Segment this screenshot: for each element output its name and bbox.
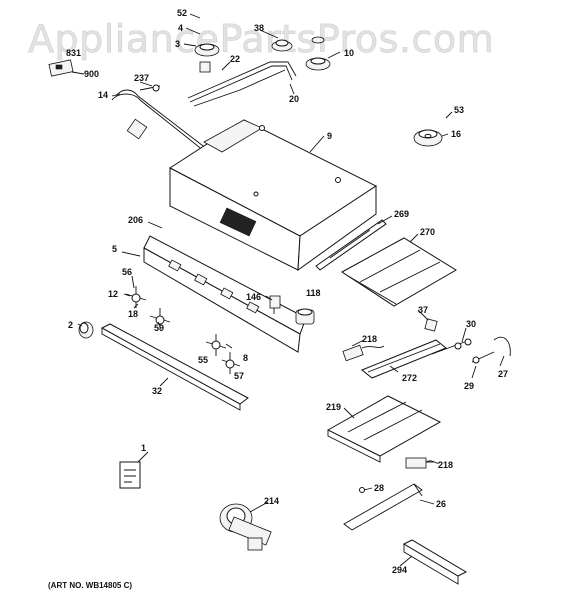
callout-37: 37 [418, 305, 428, 315]
heat-shield-270 [341, 237, 457, 307]
callout-270: 270 [420, 227, 435, 237]
callout-8: 8 [243, 353, 248, 363]
callout-118: 118 [306, 288, 321, 298]
callout-219: 219 [326, 402, 341, 412]
knob-2 [78, 321, 94, 339]
callout-900: 900 [84, 69, 99, 79]
callout-53: 53 [454, 105, 464, 115]
callout-22: 22 [230, 54, 240, 64]
callout-2: 2 [68, 320, 73, 330]
burner-head-left [194, 43, 220, 73]
callout-272: 272 [402, 373, 417, 383]
callout-32: 32 [152, 386, 162, 396]
watermark: AppliancePartsPros.com [28, 17, 494, 61]
igniter-218 [342, 344, 385, 362]
igniter-218-lower [405, 457, 441, 469]
burner-box-9 [169, 119, 377, 272]
leader-lines [71, 13, 505, 567]
callout-10: 10 [344, 48, 354, 58]
heat-shield-219 [326, 395, 442, 463]
spark-module-831 [48, 59, 74, 77]
callout-29: 29 [464, 381, 474, 391]
burner-cap-16 [413, 129, 443, 147]
callout-294: 294 [392, 565, 407, 575]
use-care-manual-1 [119, 461, 141, 489]
callout-26: 26 [436, 499, 446, 509]
bracket-272 [361, 339, 447, 379]
screw-28 [359, 487, 365, 493]
callout-20: 20 [289, 94, 299, 104]
control-panel-5 [143, 235, 307, 353]
burner-head-center [271, 39, 293, 52]
tube-27 [493, 336, 511, 357]
callout-18: 18 [128, 309, 138, 319]
callout-12: 12 [108, 289, 118, 299]
orifice-30 [431, 338, 472, 355]
trim-294 [402, 539, 468, 585]
callout-269: 269 [394, 209, 409, 219]
pressure-regulator-214 [219, 503, 272, 551]
part-118 [295, 308, 315, 325]
callout-14: 14 [98, 90, 108, 100]
callout-56: 56 [122, 267, 132, 277]
art-number-caption: (ART NO. WB14805 C) [48, 581, 132, 590]
callout-146: 146 [246, 292, 261, 302]
switch-146 [269, 295, 281, 314]
callout-3: 3 [175, 39, 180, 49]
callout-59: 59 [154, 323, 164, 333]
tube-29 [471, 351, 495, 364]
valve-clip-55 [205, 334, 227, 356]
valve-clip-12 [125, 286, 147, 308]
callout-38: 38 [254, 23, 264, 33]
callout-labels: 52 4 3 38 10 831 900 237 22 14 20 9 53 1… [66, 8, 508, 575]
callout-218-upper: 218 [362, 334, 377, 344]
bracket-26 [343, 483, 423, 531]
callout-214: 214 [264, 496, 279, 506]
callout-1: 1 [141, 443, 146, 453]
callout-4: 4 [178, 23, 183, 33]
callout-218-lower: 218 [438, 460, 453, 470]
callout-16: 16 [451, 129, 461, 139]
callout-52: 52 [177, 8, 187, 18]
trim-32 [100, 323, 249, 411]
callout-9: 9 [327, 131, 332, 141]
callout-206: 206 [128, 215, 143, 225]
callout-30: 30 [466, 319, 476, 329]
callout-57: 57 [234, 371, 244, 381]
callout-237: 237 [134, 73, 149, 83]
part-37 [424, 318, 438, 332]
bracket-269 [315, 219, 387, 271]
callout-27: 27 [498, 369, 508, 379]
callout-5: 5 [112, 244, 117, 254]
burner-head-right [305, 36, 331, 71]
callout-55: 55 [198, 355, 208, 365]
valve-clip-57 [221, 352, 241, 374]
callout-831: 831 [66, 48, 81, 58]
callout-28: 28 [374, 483, 384, 493]
gas-tube-22 [187, 61, 297, 107]
